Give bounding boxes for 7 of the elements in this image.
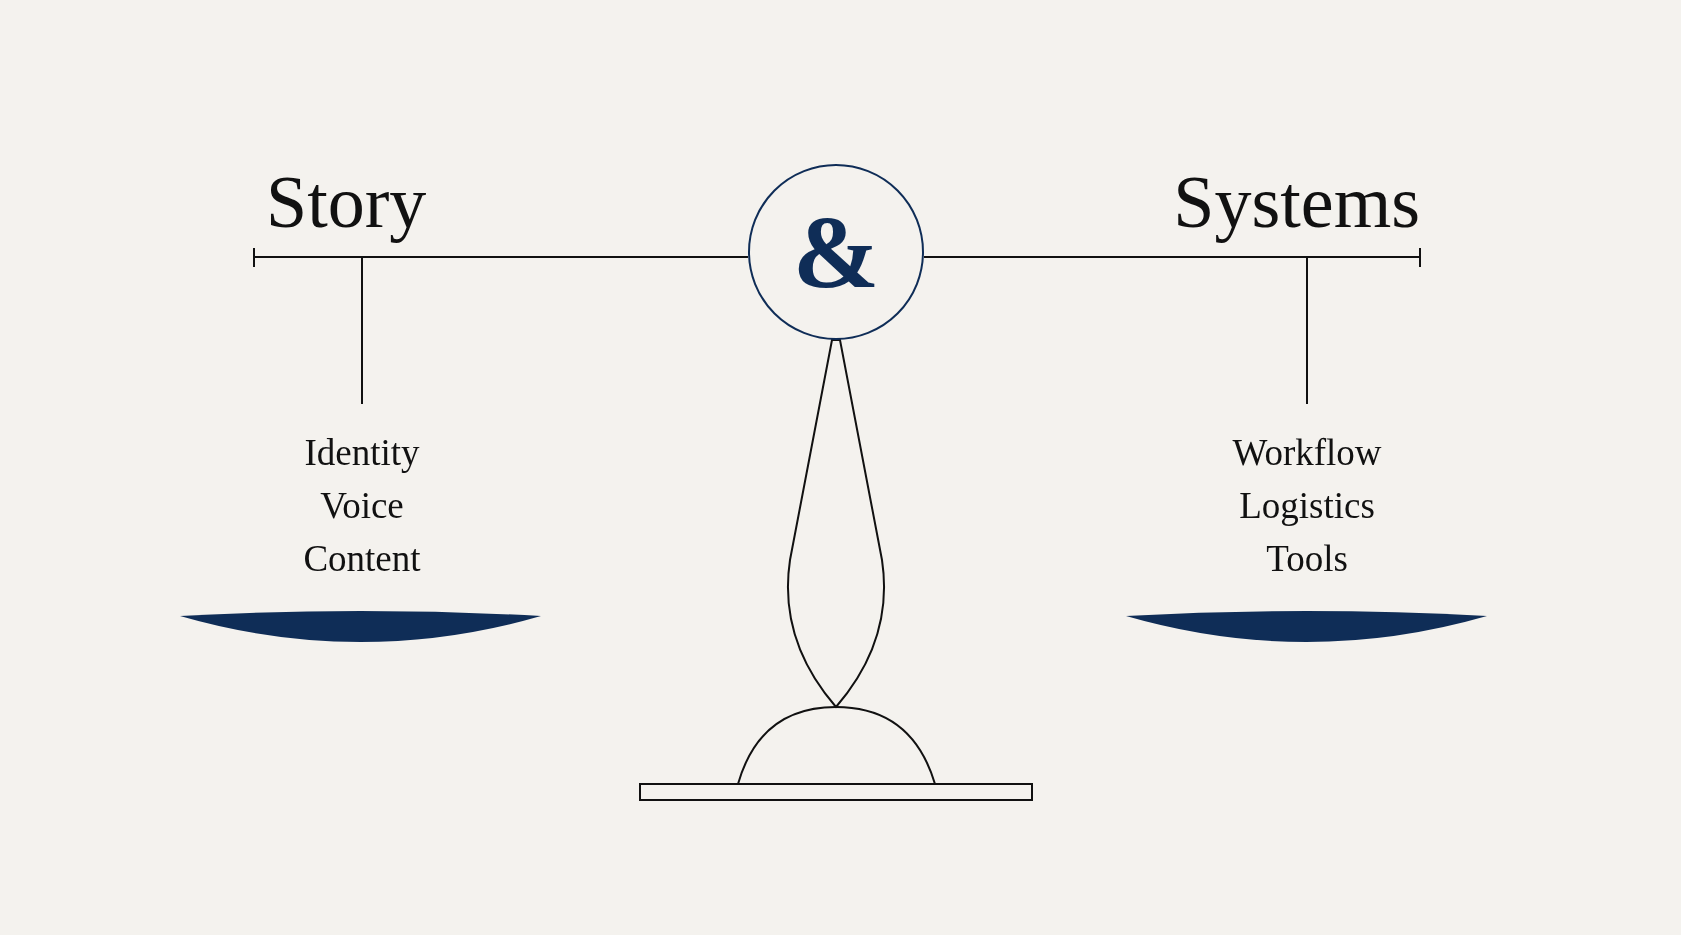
- list-item: Workflow: [1232, 434, 1382, 471]
- ampersand-circle: &: [748, 164, 924, 340]
- list-item: Tools: [1266, 540, 1348, 577]
- list-item: Voice: [320, 487, 404, 524]
- list-item: Content: [303, 540, 421, 577]
- list-item: Logistics: [1239, 487, 1375, 524]
- list-item: Identity: [304, 434, 420, 471]
